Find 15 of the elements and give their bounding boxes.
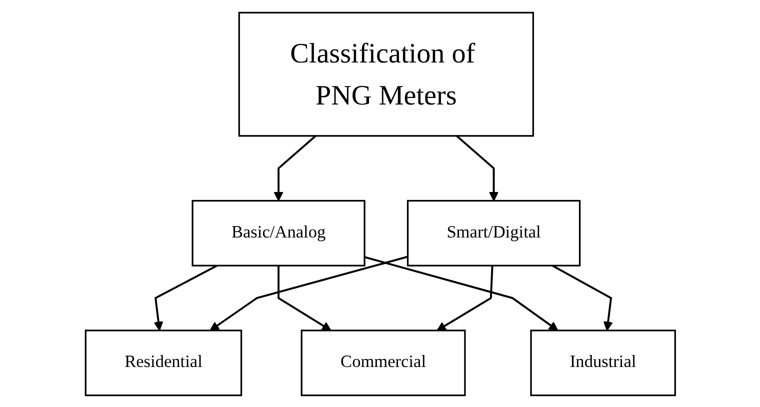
node-box <box>84 329 242 396</box>
arrow <box>364 256 558 330</box>
arrow <box>552 264 612 330</box>
arrow <box>153 264 218 330</box>
node-box <box>300 329 466 396</box>
arrow <box>277 265 331 330</box>
classification-diagram: Classification of PNG Meters Basic/Analog Smart/Digital Residential Commercial Industrial <box>76 4 684 404</box>
node-box <box>238 11 534 136</box>
node-box <box>191 199 365 266</box>
arrow <box>209 255 408 330</box>
node-box <box>406 199 580 266</box>
node-box <box>530 329 676 396</box>
arrow <box>436 265 493 330</box>
arrow <box>456 134 498 201</box>
arrow <box>273 134 316 201</box>
